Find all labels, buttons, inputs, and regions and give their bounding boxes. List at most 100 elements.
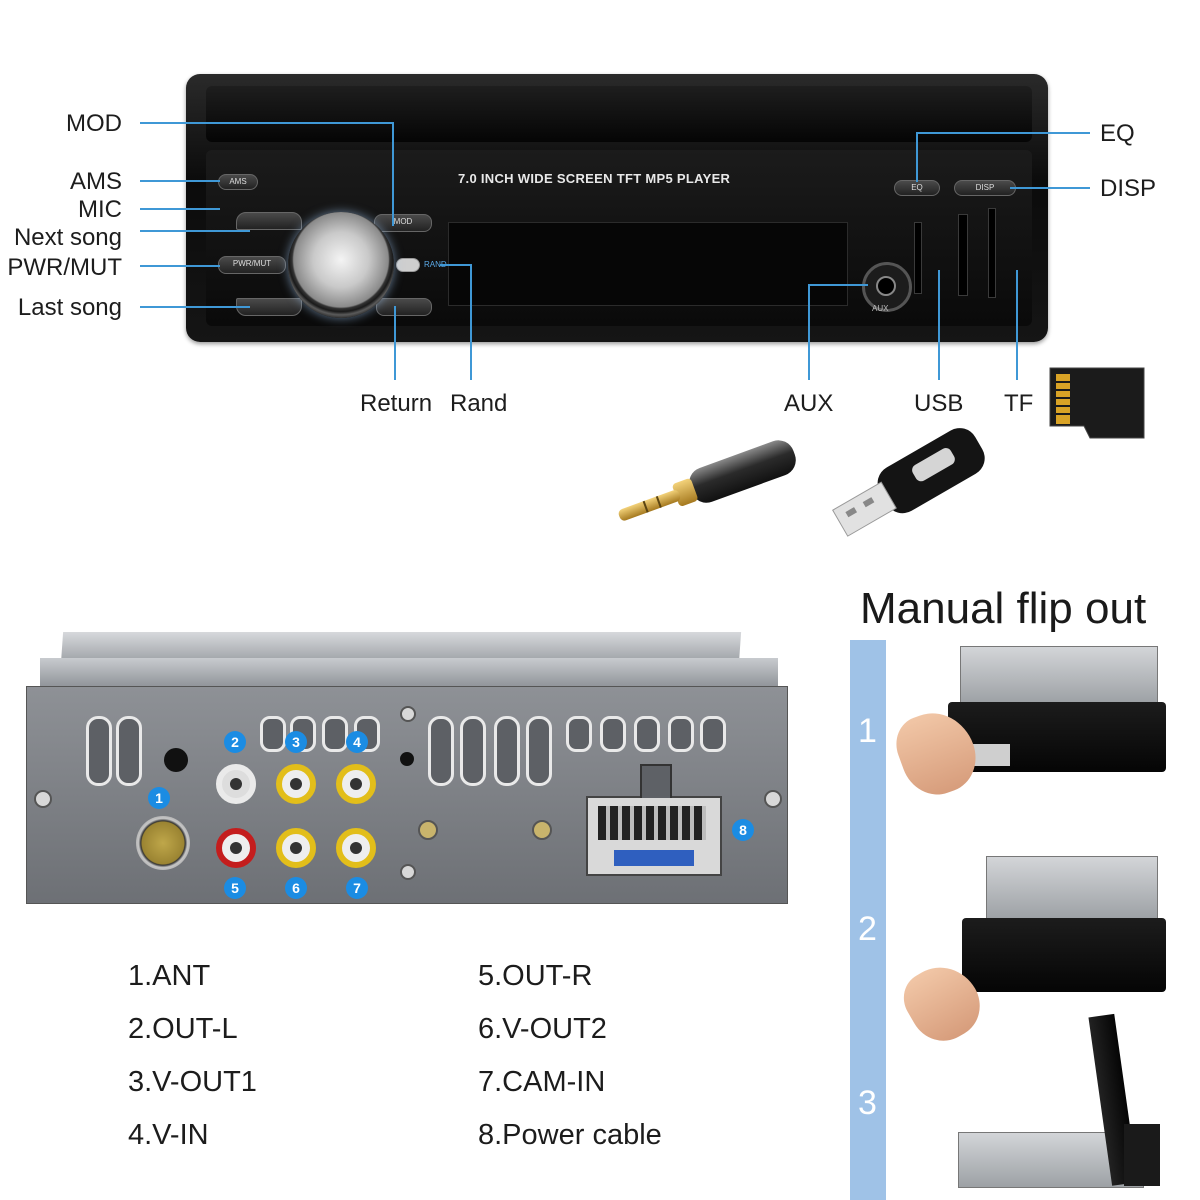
flip-step-3: 3	[858, 1084, 877, 1122]
flip-title: Manual flip out	[860, 584, 1147, 633]
leader-aux-v	[808, 284, 810, 380]
leader-usb	[938, 270, 940, 380]
leader-rand-h	[440, 264, 472, 266]
screw	[532, 820, 552, 840]
leader-disp	[1010, 187, 1090, 189]
label-tf: TF	[1004, 390, 1034, 417]
leader-mod-h	[140, 122, 394, 124]
legend-item: 4.V-IN	[128, 1119, 209, 1151]
screw	[400, 706, 416, 722]
port-badge-6: 6	[285, 877, 307, 899]
flip-step-bar	[850, 640, 886, 1200]
tf-slot-guide	[988, 208, 996, 298]
label-last-song: Last song	[17, 294, 122, 321]
vent-slot	[634, 716, 660, 752]
rca-out-l[interactable]	[216, 764, 256, 804]
rca-v-out2[interactable]	[276, 828, 316, 868]
aux-jack-label: AUX	[872, 304, 889, 313]
flip-step2-chassis	[986, 856, 1158, 920]
port-badge-3: 3	[285, 731, 307, 753]
leader-mod-v	[392, 122, 394, 226]
leader-last-song	[140, 306, 250, 308]
radio-top-strip	[206, 86, 1032, 142]
vent-slot	[668, 716, 694, 752]
power-connector-fuse	[614, 850, 694, 866]
usb-stick-icon	[832, 428, 985, 537]
tf-card-icon	[1049, 367, 1145, 439]
leader-rand-v	[470, 264, 472, 380]
port-badge-2: 2	[224, 731, 246, 753]
ams-button[interactable]: AMS	[218, 174, 258, 190]
leader-ams	[140, 180, 220, 182]
label-rand: Rand	[450, 390, 508, 417]
next-song-button[interactable]	[236, 212, 302, 230]
return-button[interactable]	[376, 298, 432, 316]
label-mod: MOD	[66, 110, 122, 137]
rca-cam-in[interactable]	[336, 828, 376, 868]
tf-slot[interactable]	[958, 214, 968, 296]
volume-knob[interactable]	[288, 212, 394, 318]
legend-item: 2.OUT-L	[128, 1013, 238, 1045]
legend-item: 8.Power cable	[478, 1119, 662, 1151]
label-next-song: Next song	[13, 224, 122, 251]
legend-item: 3.V-OUT1	[128, 1066, 257, 1098]
disp-button[interactable]: DISP	[954, 180, 1016, 196]
vent-slot	[526, 716, 552, 786]
port-badge-7: 7	[346, 877, 368, 899]
pwr-mut-button[interactable]: PWR/MUT	[218, 256, 286, 274]
vent-slot	[494, 716, 520, 786]
eq-button[interactable]: EQ	[894, 180, 940, 196]
leader-tf	[1016, 270, 1018, 380]
vent-slot	[566, 716, 592, 752]
flip-step-1: 1	[858, 712, 877, 750]
rca-v-in[interactable]	[336, 764, 376, 804]
usb-slot[interactable]	[914, 222, 922, 294]
vent-slot	[600, 716, 626, 752]
label-pwr-mut: PWR/MUT	[7, 254, 122, 281]
port-badge-4: 4	[346, 731, 368, 753]
legend-item: 5.OUT-R	[478, 960, 593, 992]
flip-step3-bracket	[1124, 1124, 1160, 1186]
port-badge-5: 5	[224, 877, 246, 899]
flip-step-2: 2	[858, 910, 877, 948]
port-badge-1: 1	[148, 787, 170, 809]
flip-step2-face	[962, 918, 1166, 992]
leader-eq-v	[916, 132, 918, 182]
legend-item: 1.ANT	[128, 960, 211, 992]
port-badge-8: 8	[732, 819, 754, 841]
vent-slot	[460, 716, 486, 786]
legend-item: 6.V-OUT2	[478, 1013, 607, 1045]
leader-mic	[140, 208, 220, 210]
leader-return	[394, 306, 396, 380]
display-screen	[448, 222, 848, 306]
rand-button[interactable]	[396, 258, 420, 272]
power-connector-pins	[598, 806, 706, 840]
label-mic: MIC	[78, 196, 122, 223]
aux-plug-icon	[618, 440, 796, 521]
rca-out-r[interactable]	[216, 828, 256, 868]
leader-pwr-mut	[140, 265, 220, 267]
flip-step1-chassis	[960, 646, 1158, 704]
screw	[400, 864, 416, 880]
mount-hole	[164, 748, 188, 772]
leader-next-song	[140, 230, 250, 232]
mod-button[interactable]: MOD	[374, 214, 432, 232]
label-eq: EQ	[1100, 120, 1135, 147]
screw	[418, 820, 438, 840]
vent-slot	[86, 716, 112, 786]
leader-eq-h	[916, 132, 1090, 134]
leader-aux-h	[808, 284, 868, 286]
screw	[764, 790, 782, 808]
aux-jack-hole	[876, 276, 896, 296]
vent-slot	[322, 716, 348, 752]
legend-item: 7.CAM-IN	[478, 1066, 606, 1098]
vent-slot	[700, 716, 726, 752]
label-ams: AMS	[69, 168, 122, 195]
vent-slot	[116, 716, 142, 786]
vent-slot	[260, 716, 286, 752]
antenna-port[interactable]	[136, 816, 190, 870]
mount-hole	[400, 752, 414, 766]
rca-v-out1[interactable]	[276, 764, 316, 804]
label-aux: AUX	[784, 390, 834, 417]
label-disp: DISP	[1100, 175, 1157, 202]
